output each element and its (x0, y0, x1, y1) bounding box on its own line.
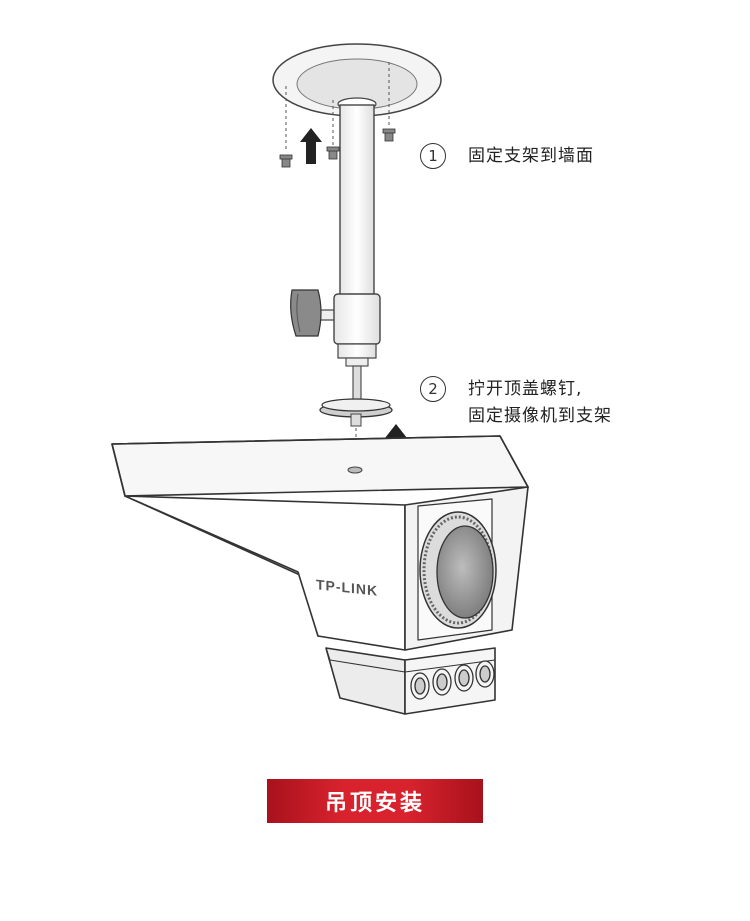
mount-hole (347, 466, 363, 474)
step-instruction: 拧开顶盖螺钉, 固定摄像机到支架 (468, 379, 612, 426)
ir-led-icons (410, 660, 495, 700)
brand-logo: TP-LINK (316, 576, 378, 598)
caption-text: 吊顶安装 (324, 791, 425, 816)
ball-joint (333, 293, 381, 403)
step-number-badge: 1 (420, 143, 446, 169)
ceiling-base-plate (272, 43, 442, 117)
step-2: 2 拧开顶盖螺钉, 固定摄像机到支架 (420, 376, 612, 430)
caption-banner: 吊顶安装 (267, 779, 483, 823)
bracket-pole (339, 104, 375, 298)
screw-icon (279, 128, 396, 168)
step-number-badge: 2 (420, 376, 446, 402)
adjustment-knob (290, 289, 337, 337)
step-instruction: 固定支架到墙面 (468, 146, 594, 166)
step-1: 1 固定支架到墙面 (420, 143, 594, 170)
up-arrow-icon (300, 128, 322, 164)
screw-guide-lines (285, 62, 390, 150)
mounting-plate (319, 398, 393, 427)
camera-lens (419, 511, 497, 629)
